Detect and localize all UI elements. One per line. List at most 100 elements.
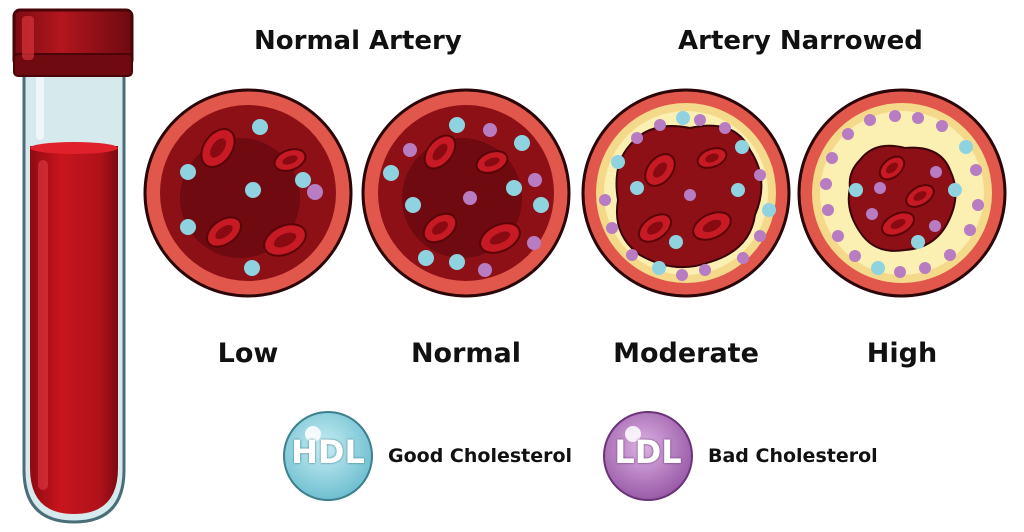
ldl-particle [403,143,417,157]
hdl-particle [762,203,776,217]
red-blood-cell [200,128,236,168]
hdl-particle [449,254,465,270]
ldl-particle [754,230,766,242]
ldl-particle [527,236,541,250]
hdl-particle [731,183,745,197]
ldl-badge-text: LDL [614,433,682,471]
ldl-particle [699,264,711,276]
ldl-particle [964,224,976,236]
hdl-particle [180,164,196,180]
ldl-particle [826,152,838,164]
ldl-particle [864,114,876,126]
hdl-particle [533,197,549,213]
legend-label-good: Good Cholesterol [388,445,573,467]
red-blood-cell [644,153,676,187]
ldl-particle [919,262,931,274]
ldl-particle [849,250,861,262]
ldl-particle [912,112,924,124]
red-blood-cell [475,150,509,174]
red-blood-cell [692,211,732,241]
ldl-particle [626,249,638,261]
level-label-normal: Normal [410,338,522,369]
ldl-particle [820,178,832,190]
hdl-particle [676,111,690,125]
blood-test-tube [12,8,134,524]
ldl-particle [972,199,984,211]
level-label-high: High [866,338,938,369]
hdl-particle [849,183,863,197]
ldl-particle [866,208,878,220]
ldl-particle [936,120,948,132]
red-blood-cell [273,148,307,172]
hdl-particle [611,155,625,169]
hdl-particle [405,197,421,213]
legend-label-bad: Bad Cholesterol [708,445,878,467]
ldl-particle [737,252,749,264]
hdl-badge-text: HDL [291,433,365,471]
red-blood-cell [263,223,307,257]
hdl-particle [948,183,962,197]
artery-low [143,88,353,298]
ldl-particle [929,220,941,232]
ldl-badge-icon [603,411,693,501]
ldl-particle [654,119,666,131]
hdl-particle [911,235,925,249]
ldl-particle [676,269,688,281]
red-blood-cell [479,222,521,254]
ldl-particle [483,123,497,137]
hdl-particle [871,261,885,275]
hdl-particle [418,250,434,266]
ldl-particle [970,164,982,176]
ldl-particle [944,249,956,261]
ldl-particle [606,222,618,234]
ldl-particle [832,230,844,242]
hdl-particle [244,260,260,276]
red-blood-cell [637,213,673,243]
red-blood-cell [696,147,728,169]
artery-normal [361,88,571,298]
hdl-particle [295,172,311,188]
hdl-particle [252,119,268,135]
hdl-particle [630,181,644,195]
ldl-particle [684,189,696,201]
ldl-particle [528,173,542,187]
artery-moderate [581,88,791,298]
level-label-low: Low [217,338,279,369]
ldl-particle [874,182,886,194]
ldl-particle [694,114,706,126]
hdl-particle [652,261,666,275]
red-blood-cell [878,155,906,181]
red-blood-cell [422,212,458,244]
ldl-particle [307,184,323,200]
ldl-particle [599,194,611,206]
hdl-particle [959,140,973,154]
red-blood-cell [881,211,915,237]
red-blood-cell [905,184,935,208]
heading-normal-artery: Normal Artery [254,26,462,56]
level-label-moderate: Moderate [613,338,759,369]
ldl-particle [930,166,942,178]
ldl-particle [463,191,477,205]
red-blood-cell [423,134,457,170]
ldl-particle [894,266,906,278]
ldl-particle [719,122,731,134]
ldl-particle [754,169,766,181]
ldl-particle [889,110,901,122]
ldl-particle [822,204,834,216]
hdl-particle [383,165,399,181]
ldl-particle [842,128,854,140]
artery-high [797,88,1007,298]
ldl-particle [631,132,643,144]
hdl-particle [506,180,522,196]
ldl-particle [478,263,492,277]
hdl-particle [245,182,261,198]
hdl-particle [449,117,465,133]
hdl-badge-icon [283,411,373,501]
hdl-particle [180,219,196,235]
heading-artery-narrowed: Artery Narrowed [678,26,923,56]
hdl-particle [735,140,749,154]
hdl-particle [669,235,683,249]
red-blood-cell [205,216,243,248]
hdl-particle [514,135,530,151]
